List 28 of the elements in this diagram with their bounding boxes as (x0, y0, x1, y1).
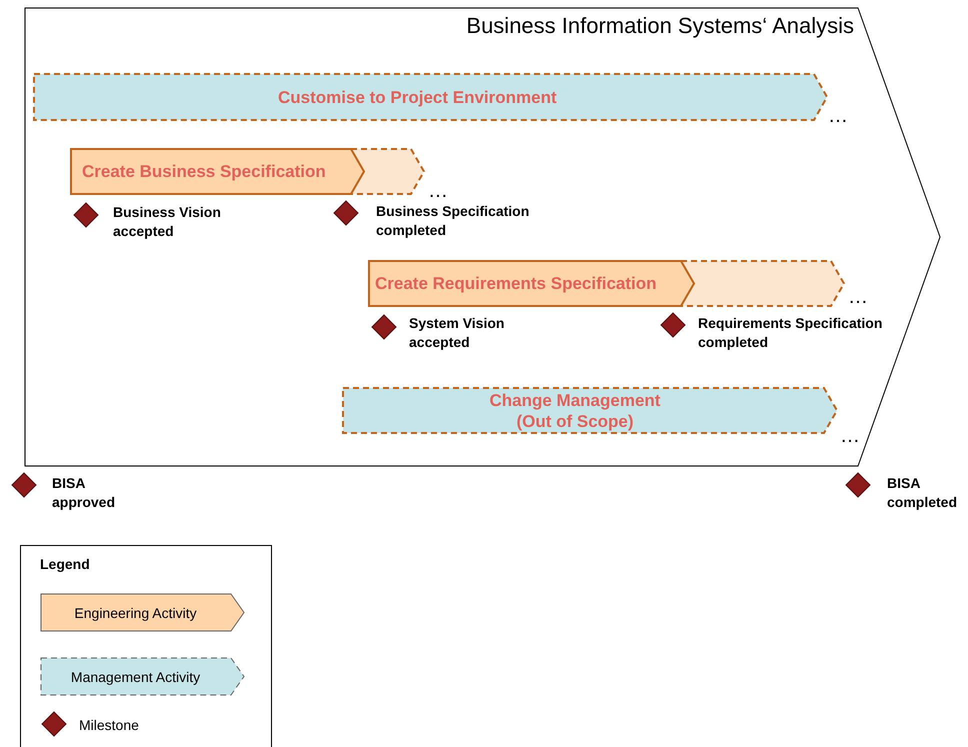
milestone-label: System Vision accepted (409, 314, 506, 352)
milestone-diamond (12, 473, 36, 497)
milestone-label: Business Specification completed (376, 202, 530, 240)
legend-title: Legend (40, 556, 90, 572)
activity-arrow (368, 260, 845, 307)
activity-label: Change Management (Out of Scope) (488, 390, 662, 432)
milestone-label: BISA completed (887, 474, 958, 512)
continuation-ellipsis: … (828, 106, 848, 126)
activity-label: Customise to Project Environment (278, 86, 557, 108)
continuation-ellipsis: … (848, 287, 868, 307)
legend-label: Milestone (79, 717, 139, 733)
milestone-label: Business Vision accepted (113, 203, 222, 241)
continuation-ellipsis: … (840, 426, 860, 446)
activity-label: Create Business Specification (82, 161, 326, 182)
legend-label: Management Activity (70, 668, 200, 684)
milestone-diamond (372, 315, 396, 339)
phase-title: Business Information Systems‘ Analysis (466, 13, 854, 39)
milestone-label: Requirements Specification completed (698, 314, 884, 352)
phase-pentagon (25, 8, 941, 466)
continuation-ellipsis: … (428, 181, 448, 201)
milestone-diamond (661, 313, 685, 337)
activity-arrow (70, 148, 425, 195)
milestone-diamond (334, 201, 358, 225)
milestone-diamond (74, 203, 98, 227)
milestone-label: BISA approved (52, 474, 116, 512)
milestone-diamond (846, 473, 870, 497)
activity-label: Create Requirements Specification (375, 273, 657, 294)
legend-label: Engineering Activity (74, 604, 197, 620)
